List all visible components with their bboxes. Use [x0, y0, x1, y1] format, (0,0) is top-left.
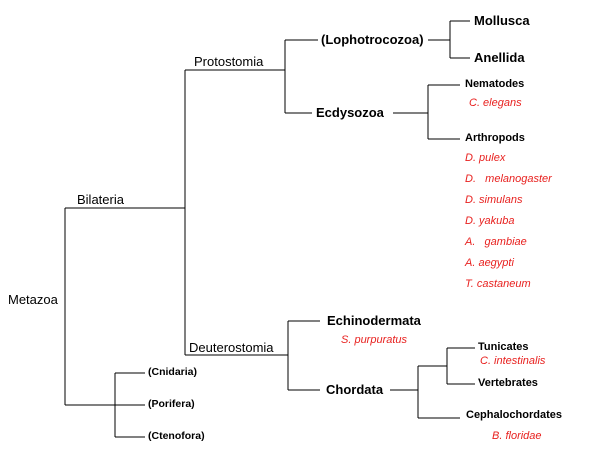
label-nematodes: Nematodes	[465, 78, 525, 90]
label-chordata: Chordata	[326, 382, 384, 397]
species-d-pulex: D. pulex	[465, 152, 506, 164]
species-c-elegans: C. elegans	[469, 97, 522, 109]
label-ctenofora: (Ctenofora)	[148, 430, 205, 442]
label-vertebrates: Vertebrates	[478, 377, 538, 389]
label-anellida: Anellida	[474, 50, 525, 65]
label-lophotrocozoa: (Lophotrocozoa)	[321, 32, 424, 47]
species-b-floridae: B. floridae	[492, 430, 542, 442]
label-cnidaria: (Cnidaria)	[148, 366, 198, 378]
species-d-melanogaster: D. melanogaster	[465, 173, 552, 185]
species-a-gambiae: A. gambiae	[465, 236, 527, 248]
species-a-aegypti: A. aegypti	[465, 257, 514, 269]
label-deuterostomia: Deuterostomia	[189, 340, 274, 355]
label-mollusca: Mollusca	[474, 13, 530, 28]
label-bilateria: Bilateria	[77, 192, 124, 207]
species-d-simulans: D. simulans	[465, 194, 523, 206]
label-tunicates: Tunicates	[478, 341, 529, 353]
label-protostomia: Protostomia	[194, 54, 264, 69]
label-porifera: (Porifera)	[148, 398, 195, 410]
species-s-purpuratus: S. purpuratus	[341, 334, 408, 346]
label-arthropods: Arthropods	[465, 132, 525, 144]
species-d-yakuba: D. yakuba	[465, 215, 515, 227]
species-t-castaneum: T. castaneum	[465, 278, 531, 290]
label-ecdysozoa: Ecdysozoa	[316, 105, 384, 120]
label-echinodermata: Echinodermata	[327, 313, 421, 328]
species-c-intestinalis: C. intestinalis	[480, 355, 546, 367]
label-cephalochordates: Cephalochordates	[466, 409, 562, 421]
label-metazoa: Metazoa	[8, 292, 58, 307]
